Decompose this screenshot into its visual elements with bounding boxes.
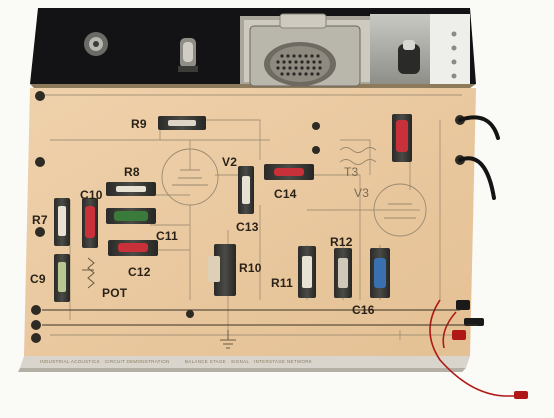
tube-v3-top bbox=[398, 40, 420, 74]
capacitor-c12 bbox=[108, 240, 158, 256]
footer-right-text: BALANCE STAGE · SIGNAL · INTERSTAGE NETW… bbox=[185, 359, 313, 364]
label-c10: C10 bbox=[80, 188, 103, 202]
label-c11: C11 bbox=[156, 229, 178, 243]
resistor-r7 bbox=[54, 198, 70, 246]
resistor-r11 bbox=[298, 246, 316, 298]
label-c13: C13 bbox=[236, 220, 259, 234]
test-lead-clip bbox=[514, 391, 528, 399]
capacitor-c13 bbox=[238, 166, 254, 214]
label-r10: R10 bbox=[239, 261, 262, 275]
label-v2: V2 bbox=[222, 155, 238, 169]
label-c12: C12 bbox=[128, 265, 151, 279]
label-c9: C9 bbox=[30, 272, 46, 286]
capacitor-c15 bbox=[392, 114, 412, 162]
jumper-wires bbox=[458, 115, 500, 200]
capacitor-c14 bbox=[264, 164, 314, 180]
label-r11: R11 bbox=[271, 276, 293, 290]
ground-symbol bbox=[220, 330, 236, 349]
resistor-r9 bbox=[158, 116, 206, 130]
circuit-board bbox=[18, 88, 476, 372]
resistor-r12 bbox=[334, 248, 352, 298]
tube-v1 bbox=[178, 38, 198, 72]
label-c14: C14 bbox=[274, 187, 297, 201]
capacitor-c9 bbox=[54, 254, 70, 302]
label-t3: T3 bbox=[344, 165, 359, 179]
speaker-grille bbox=[249, 13, 361, 87]
label-r12: R12 bbox=[330, 235, 353, 249]
resistor-r8 bbox=[106, 182, 156, 196]
capacitor-c16 bbox=[370, 248, 390, 298]
label-pot: POT bbox=[102, 286, 128, 300]
label-r8: R8 bbox=[124, 165, 140, 179]
capacitor-c11 bbox=[106, 208, 156, 224]
terminal-strip bbox=[451, 31, 457, 79]
potentiometer-symbol bbox=[82, 257, 95, 289]
tube-v3-symbol bbox=[373, 183, 427, 237]
label-v3: V3 bbox=[354, 186, 370, 200]
banana-plugs bbox=[452, 300, 484, 340]
transformer-t3-symbol bbox=[339, 147, 377, 165]
label-r9: R9 bbox=[131, 117, 147, 131]
board-screws bbox=[31, 91, 465, 343]
pilot-lamp-socket bbox=[84, 32, 108, 56]
label-c16: C16 bbox=[352, 303, 375, 317]
footer-left-text: INDUSTRIAL ACOUSTICS · CIRCUIT DEMONSTRA… bbox=[40, 359, 170, 364]
label-r7: R7 bbox=[32, 213, 48, 227]
capacitor-c10 bbox=[82, 198, 98, 248]
bottom-leads bbox=[42, 309, 478, 326]
tube-v2-symbol bbox=[161, 148, 219, 206]
resistor-r10 bbox=[208, 244, 236, 296]
